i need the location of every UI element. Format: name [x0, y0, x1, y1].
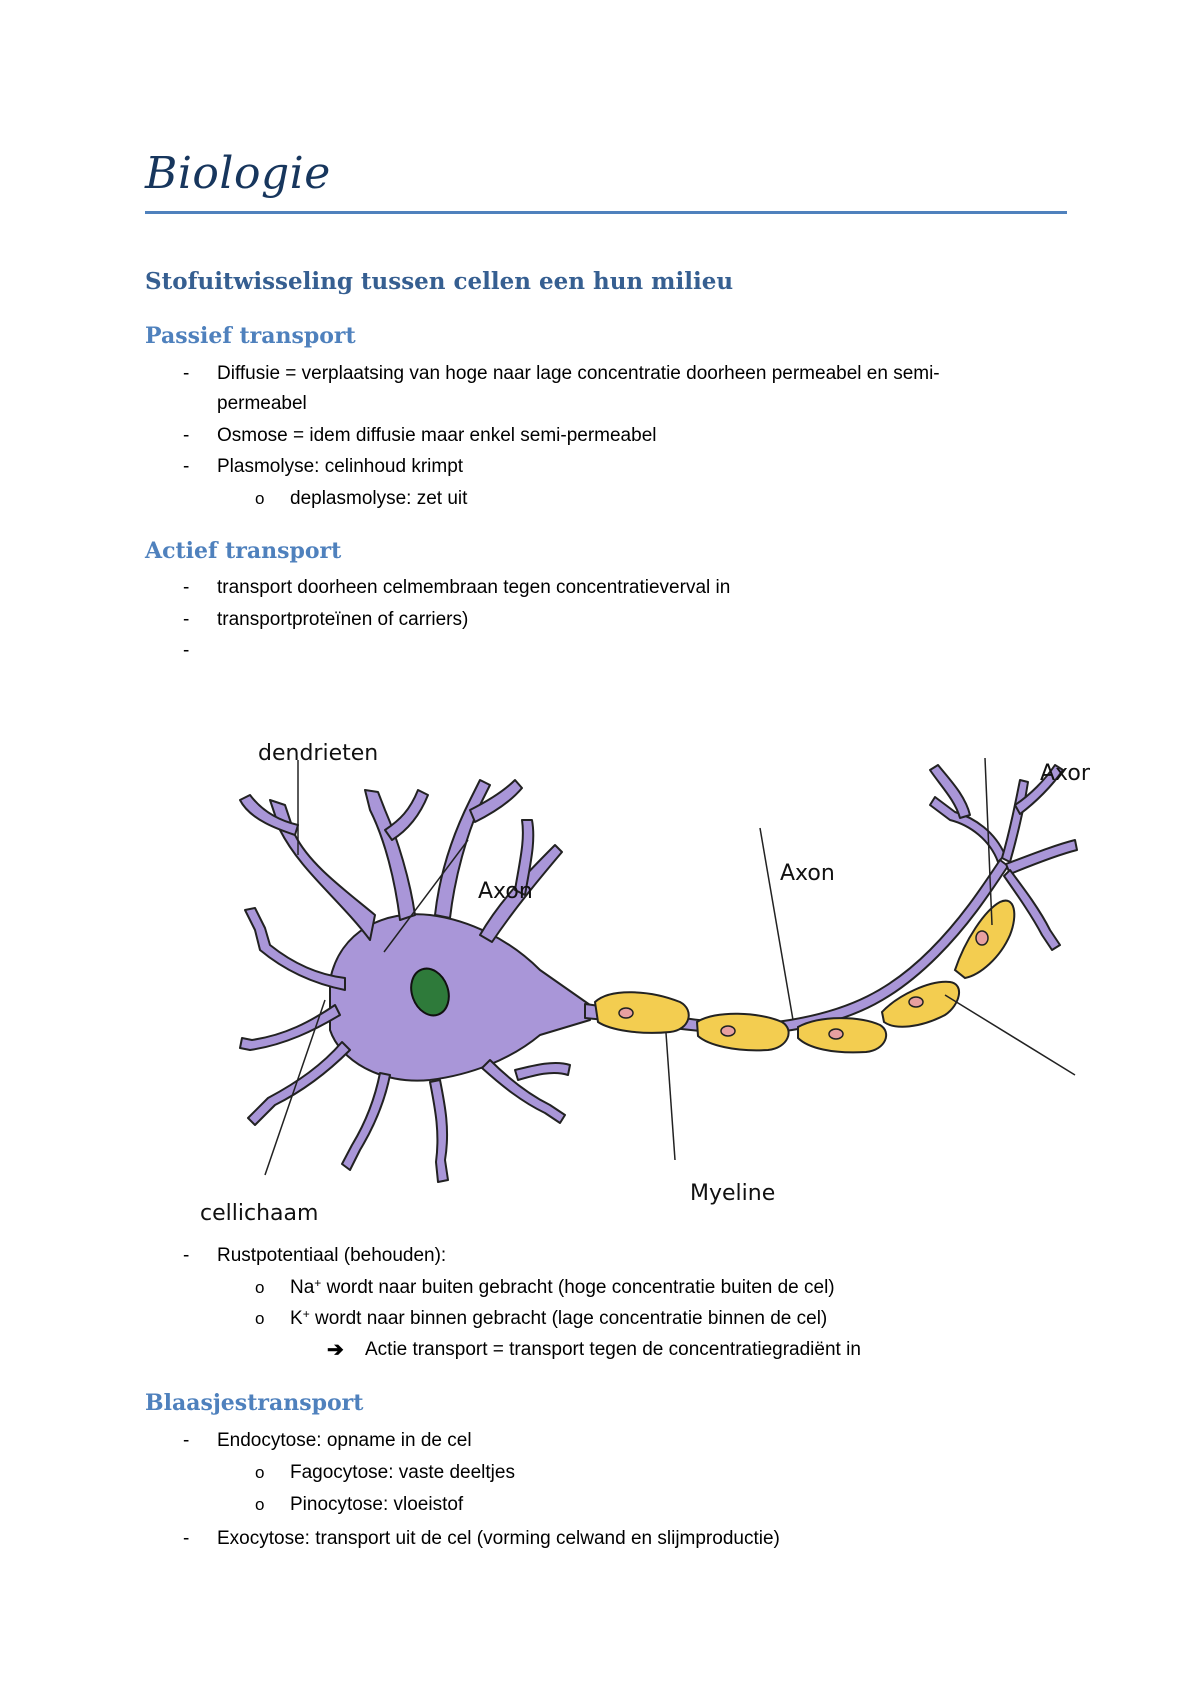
cell-nucleus: [410, 967, 450, 1017]
heading-actief-transport: Actief transport: [145, 538, 342, 564]
item-kalium: K+ wordt naar binnen gebracht (lage conc…: [290, 1307, 828, 1329]
circle-bullet: o: [255, 1309, 265, 1328]
item-conclusion: Actie transport = transport tegen de con…: [365, 1339, 861, 1360]
item-transportproteinen: transportproteïnen of carriers): [217, 609, 469, 630]
neuron-cell-body: [239, 764, 1078, 1183]
heading-blaasjestransport: Blaasjestransport: [145, 1390, 364, 1416]
label-axon-middle: Axon: [780, 861, 835, 886]
item-natrium: Na+ wordt naar buiten gebracht (hoge con…: [290, 1276, 835, 1298]
item-deplasmolyse: deplasmolyse: zet uit: [290, 488, 468, 509]
label-dendrieten: dendrieten: [258, 741, 378, 766]
circle-bullet: o: [255, 1495, 265, 1514]
item-fagocytose: Fagocytose: vaste deeltjes: [290, 1462, 515, 1483]
item-plasmolyse: Plasmolyse: celinhoud krimpt: [217, 456, 464, 477]
heading-passief-transport: Passief transport: [145, 323, 356, 349]
section-heading: Stofuitwisseling tussen cellen een hun m…: [145, 268, 734, 295]
item-diffusie-cont: permeabel: [217, 393, 307, 414]
title-underline: [145, 211, 1067, 214]
dash-bullet: -: [183, 456, 190, 477]
item-osmose: Osmose = idem diffusie maar enkel semi-p…: [217, 425, 657, 446]
dash-bullet: -: [183, 609, 190, 630]
item-diffusie: Diffusie = verplaatsing van hoge naar la…: [217, 363, 940, 384]
myelin-sheaths: [593, 899, 1016, 1054]
circle-bullet: o: [255, 489, 265, 508]
item-rustpotentiaal: Rustpotentiaal (behouden):: [217, 1245, 447, 1266]
leader-lines: [264, 757, 1076, 1176]
dash-bullet: -: [183, 1245, 190, 1266]
circle-bullet: o: [255, 1278, 265, 1297]
label-myeline: Myeline: [690, 1181, 775, 1206]
label-axon-right: Axon: [1040, 761, 1090, 786]
item-exocytose: Exocytose: transport uit de cel (vorming…: [217, 1528, 780, 1549]
dash-bullet: -: [183, 1528, 190, 1549]
dash-bullet: -: [183, 1430, 190, 1451]
schwann-nuclei: [618, 930, 989, 1040]
item-transport-celmembraan: transport doorheen celmembraan tegen con…: [217, 577, 731, 598]
circle-bullet: o: [255, 1463, 265, 1482]
dash-bullet: -: [183, 363, 190, 384]
dash-bullet: -: [183, 577, 190, 598]
neuron-diagram: dendrieten Axon Axon Axon Myeline cellic…: [200, 741, 1090, 1226]
label-cellichaam: cellichaam: [200, 1201, 318, 1226]
dash-bullet: -: [183, 640, 190, 661]
document-title: Biologie: [145, 148, 331, 199]
label-axon-left: Axon: [478, 879, 533, 904]
item-pinocytose: Pinocytose: vloeistof: [290, 1494, 464, 1515]
dash-bullet: -: [183, 425, 190, 446]
arrow-icon: ➔: [327, 1339, 344, 1361]
item-endocytose: Endocytose: opname in de cel: [217, 1430, 472, 1451]
